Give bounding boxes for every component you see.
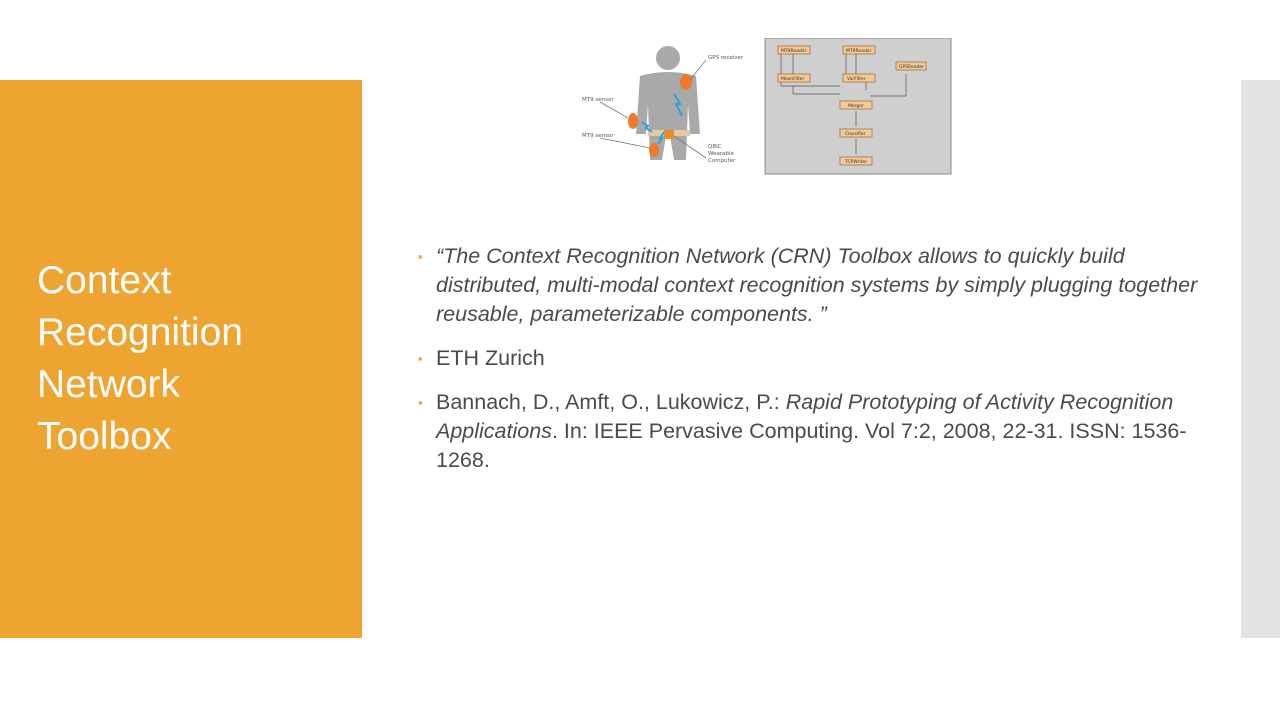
citation-details: . In: IEEE Pervasive Computing. Vol 7:2,… (436, 419, 1187, 472)
bullet-list: ▪ “The Context Recognition Network (CRN)… (418, 242, 1208, 490)
node-label: MT9Reader (781, 48, 807, 54)
bullet-item-citation: ▪ Bannach, D., Amft, O., Lukowicz, P.: R… (418, 388, 1208, 475)
citation-paper-title: Rapid Prototyping of Activity Recognitio… (436, 390, 1174, 443)
bullet-icon: ▪ (418, 249, 423, 264)
person-illustration (599, 46, 707, 160)
gps-receiver-label: GPS receiver (708, 55, 744, 61)
crn-figure: GPS receiver MT9 sensor MT9 sensor QBIC … (582, 38, 952, 175)
bullet-icon: ▪ (418, 351, 423, 366)
title-line: Recognition (37, 311, 243, 354)
crn-quote: “The Context Recognition Network (CRN) T… (436, 244, 1198, 326)
node-label: MT9Reader (846, 48, 872, 54)
qbic-label: Computer (708, 158, 736, 164)
node-label: Classifier (845, 131, 866, 137)
mt9-sensor-label-1: MT9 sensor (582, 97, 614, 103)
qbic-label: Wearable (708, 151, 735, 157)
qbic-label: QBIC (708, 144, 722, 150)
node-label: TCPWriter (844, 159, 867, 165)
bullet-icon: ▪ (418, 395, 423, 410)
bullet-item-affiliation: ▪ ETH Zurich (418, 344, 1208, 373)
title-panel (0, 80, 362, 638)
mt9-sensor-label-2: MT9 sensor (582, 133, 614, 139)
title-line: Context (37, 259, 172, 302)
right-decorative-bar (1241, 80, 1280, 638)
node-label: VarFilter (847, 76, 866, 82)
node-label: GPSReader (899, 64, 924, 70)
node-label: MeanFilter (781, 76, 805, 82)
citation-authors: Bannach, D., Amft, O., Lukowicz, P.: (436, 390, 786, 414)
slide-title: Context Recognition Network Toolbox (37, 255, 347, 463)
bullet-item-quote: ▪ “The Context Recognition Network (CRN)… (418, 242, 1208, 329)
node-label: Merger (848, 103, 864, 109)
affiliation-text: ETH Zurich (436, 346, 545, 370)
title-line: Network (37, 363, 181, 406)
network-diagram: MT9Reader MT9Reader MeanFilter VarFilter… (764, 38, 952, 175)
title-line: Toolbox (37, 415, 172, 458)
